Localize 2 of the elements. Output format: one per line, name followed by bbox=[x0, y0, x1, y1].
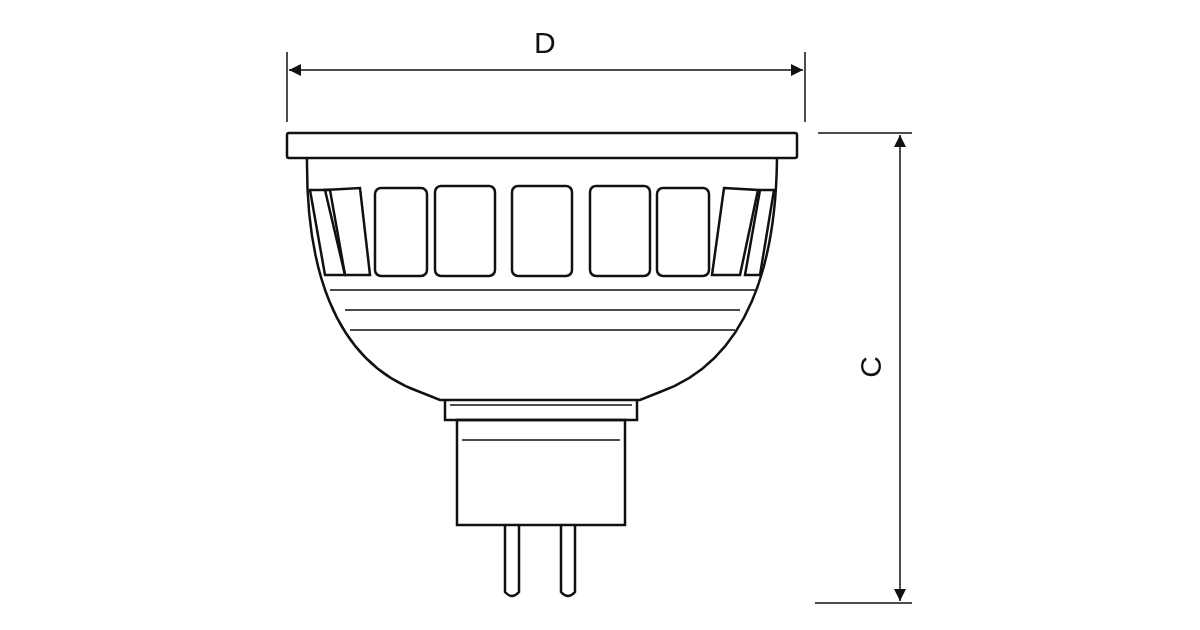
dimension-label: D bbox=[534, 28, 556, 58]
dimension-label: C bbox=[855, 356, 886, 378]
